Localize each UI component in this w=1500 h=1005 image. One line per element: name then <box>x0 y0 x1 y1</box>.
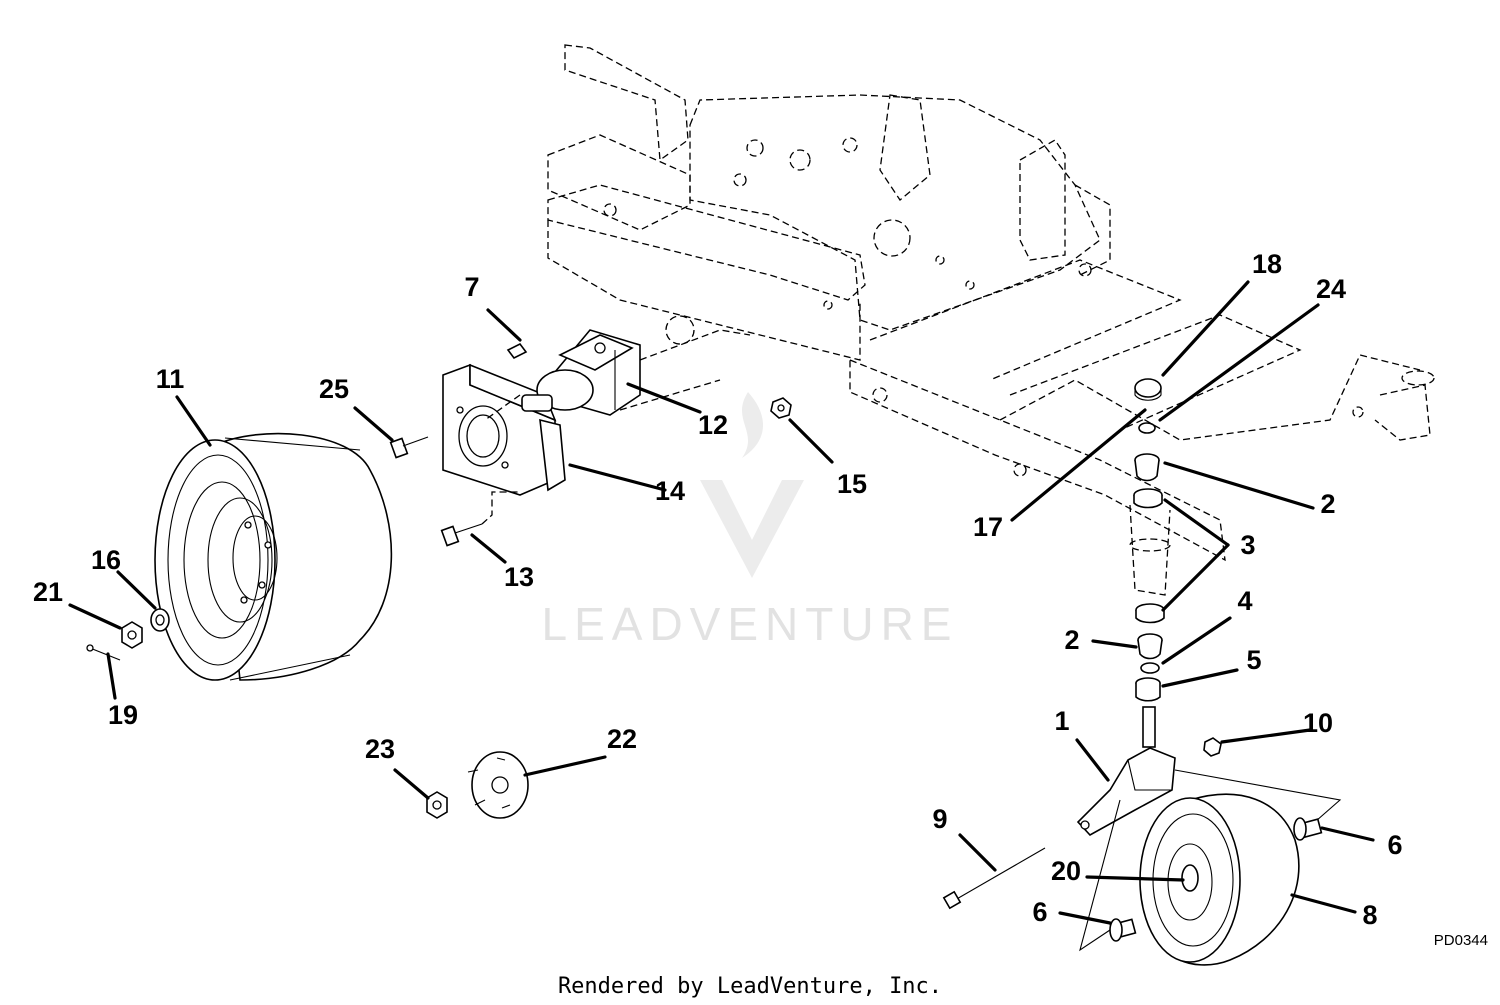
callout-24: 24 <box>1316 274 1346 304</box>
cotter-pin-part-19 <box>86 644 121 661</box>
nut-part-15 <box>770 397 792 419</box>
callout-2-lower: 2 <box>1064 625 1079 655</box>
callout-21: 21 <box>33 577 63 607</box>
callout-16: 16 <box>91 545 121 575</box>
caster-fork-part-1 <box>1076 706 1176 837</box>
motor-bracket-assembly <box>442 329 751 496</box>
hub-part-22 <box>467 751 529 819</box>
race-part-3-upper <box>1133 488 1163 509</box>
callout-2-upper: 2 <box>1320 489 1335 519</box>
spacer-part-20 <box>1181 864 1199 892</box>
callout-13: 13 <box>504 562 534 592</box>
bolt-part-13 <box>440 491 520 547</box>
callout-18: 18 <box>1252 249 1282 279</box>
nut-part-10 <box>1203 737 1222 757</box>
bolt-part-25 <box>389 436 429 459</box>
washer-part-24 <box>1138 422 1156 434</box>
callout-5: 5 <box>1246 645 1261 675</box>
race-part-3-lower <box>1135 603 1165 624</box>
bearing-part-2-lower <box>1137 633 1163 660</box>
callout-9: 9 <box>932 804 947 834</box>
frame-assembly <box>547 44 1435 596</box>
caster-stack <box>1133 378 1165 702</box>
pin-part-6-left <box>1109 918 1137 942</box>
axle-bolt-part-9 <box>942 847 1046 910</box>
callout-20: 20 <box>1051 856 1081 886</box>
callout-4: 4 <box>1237 586 1252 616</box>
footer-credit: Rendered by LeadVenture, Inc. <box>558 974 942 999</box>
callout-7: 7 <box>464 272 479 302</box>
callout-15: 15 <box>837 469 867 499</box>
callout-3: 3 <box>1240 530 1255 560</box>
callout-6-left: 6 <box>1032 897 1047 927</box>
callouts: 7 25 11 12 14 15 13 16 21 19 23 22 18 24… <box>33 249 1403 930</box>
castle-nut-part-21 <box>121 621 143 649</box>
washer-part-4 <box>1140 662 1160 674</box>
callout-10: 10 <box>1303 708 1333 738</box>
callout-12: 12 <box>698 410 728 440</box>
callout-1: 1 <box>1054 706 1069 736</box>
callout-11: 11 <box>156 364 185 394</box>
bearing-part-2-upper <box>1134 453 1160 482</box>
rear-tire-part-11 <box>154 432 393 681</box>
pin-part-6-right <box>1293 817 1323 841</box>
key-part-7 <box>506 342 528 360</box>
washer-part-16 <box>150 608 170 632</box>
callout-8: 8 <box>1362 900 1377 930</box>
watermark: LEADVENTURE <box>542 392 959 650</box>
leader-lines <box>68 280 1375 925</box>
callout-25: 25 <box>319 374 349 404</box>
callout-19: 19 <box>108 700 138 730</box>
cap-part-18 <box>1134 378 1162 398</box>
watermark-text: LEADVENTURE <box>542 598 959 650</box>
callout-6-right: 6 <box>1387 830 1402 860</box>
callout-23: 23 <box>365 734 395 764</box>
drawing-code: PD0344 <box>1434 932 1488 949</box>
nut-part-23 <box>426 791 448 819</box>
spacer-part-5 <box>1135 677 1161 702</box>
callout-14: 14 <box>655 476 685 506</box>
callout-22: 22 <box>607 724 637 754</box>
callout-17: 17 <box>973 512 1003 542</box>
